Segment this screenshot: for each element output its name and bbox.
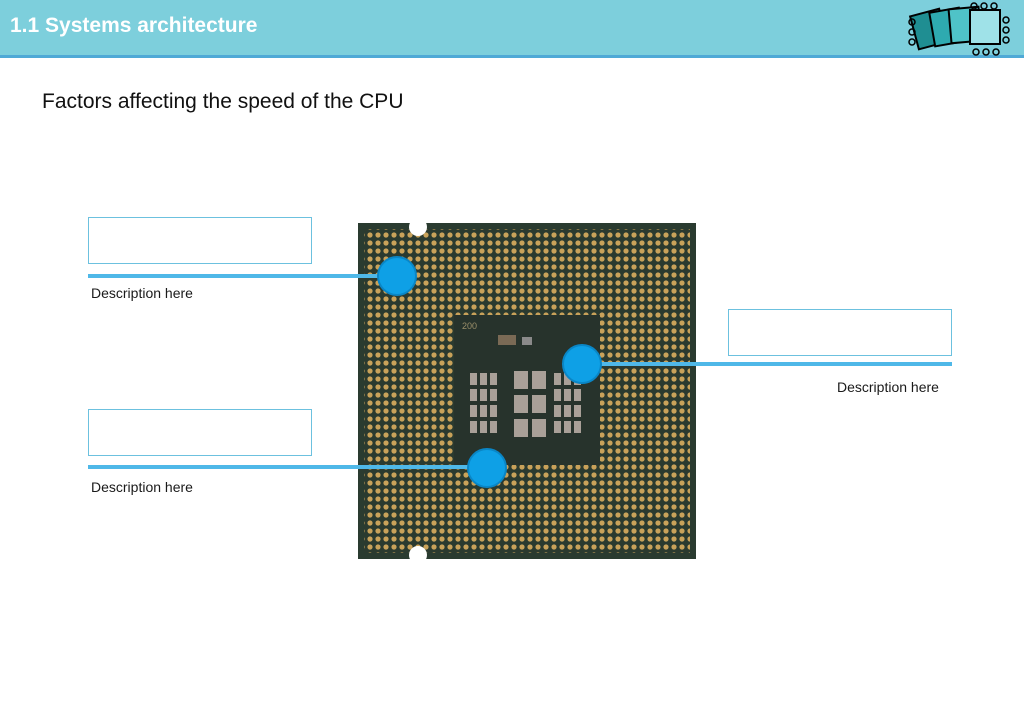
callout-1-line: [88, 274, 400, 278]
header-title: 1.1 Systems architecture: [10, 14, 258, 37]
callout-2-marker: [562, 344, 602, 384]
callout-2-description: Description here: [837, 379, 939, 395]
svg-text:200: 200: [462, 321, 477, 331]
callout-1-description: Description here: [91, 285, 193, 301]
callout-3-label-box[interactable]: [88, 409, 312, 456]
callout-3-line: [88, 465, 490, 469]
callout-3-marker: [467, 448, 507, 488]
slide-subtitle: Factors affecting the speed of the CPU: [42, 90, 404, 113]
callout-3-description: Description here: [91, 479, 193, 495]
callout-2-line: [582, 362, 952, 366]
callout-1-marker: [377, 256, 417, 296]
circuit-chip-logo-icon: [908, 2, 1010, 56]
callout-2-label-box[interactable]: [728, 309, 952, 356]
callout-1-label-box[interactable]: [88, 217, 312, 264]
header-bar: 1.1 Systems architecture: [0, 0, 1024, 58]
